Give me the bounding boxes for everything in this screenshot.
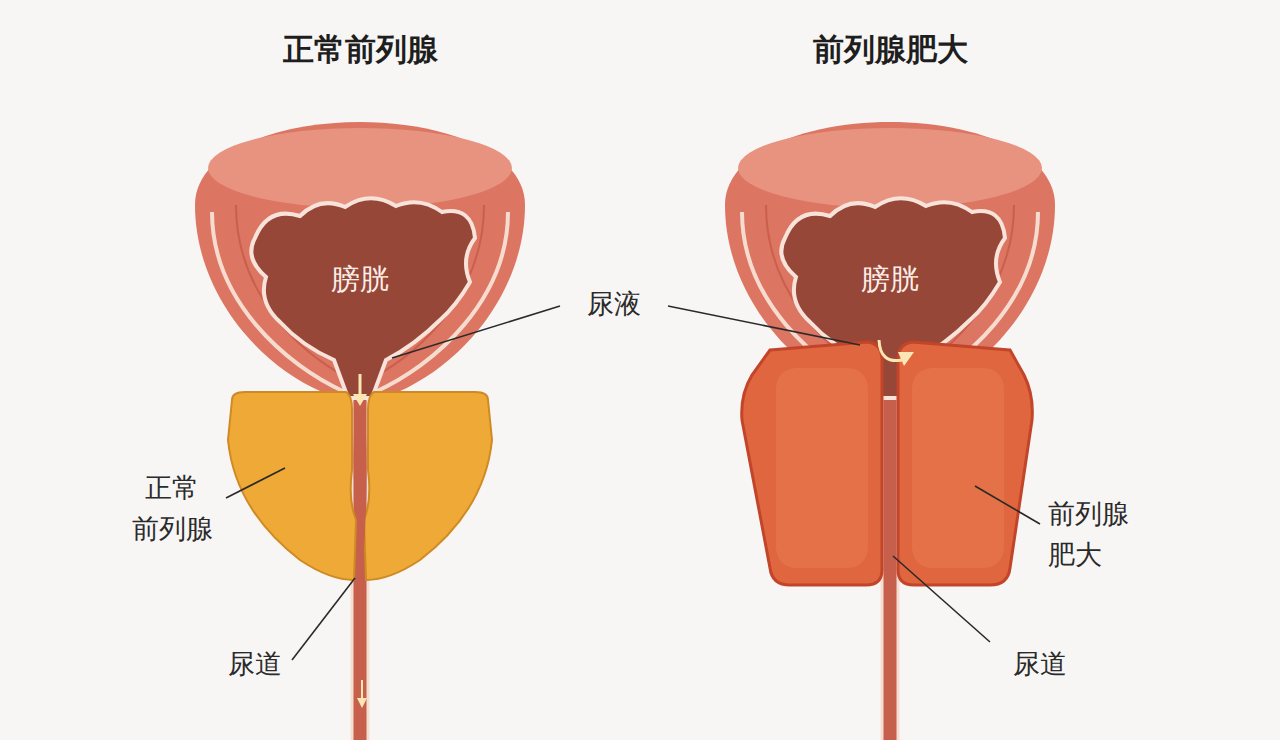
part-label: 尿道 xyxy=(228,644,282,685)
organ-name: 膀胱 xyxy=(861,258,919,302)
organ-name: 膀胱 xyxy=(331,258,389,302)
figure-title: 正常前列腺 xyxy=(283,26,438,73)
part-label: 尿道 xyxy=(1013,644,1067,685)
normal-prostate-figure xyxy=(195,122,525,740)
leader-lines xyxy=(226,306,1040,660)
part-label: 正常 前列腺 xyxy=(132,468,213,549)
part-label: 尿液 xyxy=(587,284,641,325)
part-label: 前列腺 肥大 xyxy=(1048,494,1129,575)
figure-title: 前列腺肥大 xyxy=(813,26,968,73)
enlarged-prostate-figure xyxy=(725,122,1055,740)
